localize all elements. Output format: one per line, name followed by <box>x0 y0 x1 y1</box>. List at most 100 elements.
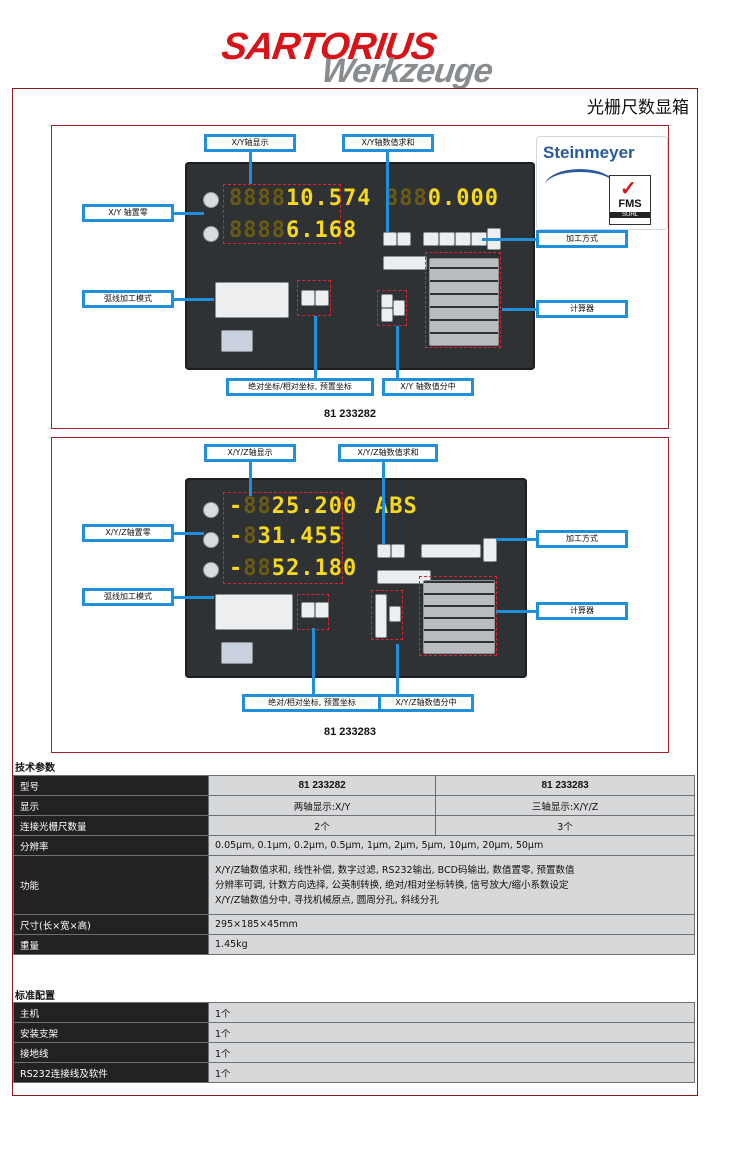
callout-calculator: 计算器 <box>536 300 628 318</box>
mode-up-down-key-3[interactable] <box>483 538 497 562</box>
callout-arc-mode-3: 弧线加工模式 <box>82 588 174 606</box>
line-axis-sum-3 <box>382 462 385 544</box>
mode-key-1[interactable] <box>423 232 439 246</box>
callout-coords-3: 绝对/相对坐标, 预置坐标 <box>242 694 382 712</box>
check-icon: ✓ <box>620 178 637 200</box>
line-coords-3 <box>312 628 315 694</box>
sum-key-1[interactable] <box>383 232 397 246</box>
x-zero-button[interactable] <box>203 192 219 208</box>
mini-logo-3 <box>221 642 253 664</box>
line-axis-display-3 <box>249 462 252 496</box>
half-key-3[interactable] <box>389 606 401 622</box>
calculator-keypad-3[interactable] <box>423 580 495 654</box>
line-coords <box>314 316 317 378</box>
x-zero-button-3[interactable] <box>203 502 219 518</box>
xyz-center-keys[interactable] <box>375 594 387 638</box>
sum-key-2[interactable] <box>397 232 411 246</box>
model-number-2: 81 233283 <box>324 726 376 738</box>
y-readout-3: -831.455 <box>229 524 343 549</box>
abs-inc-key[interactable] <box>301 290 315 306</box>
config-value: 1个 <box>208 1062 695 1083</box>
preset-key-3[interactable] <box>315 602 329 618</box>
spec-value: 三轴显示:X/Y/Z <box>435 795 695 816</box>
line-arc-mode <box>174 298 214 301</box>
abs-inc-key-3[interactable] <box>301 602 315 618</box>
callout-center: X/Y 轴数值分中 <box>382 378 474 396</box>
config-value: 1个 <box>208 1002 695 1023</box>
func-key-row-3[interactable] <box>377 570 431 584</box>
callout-arc-mode: 弧线加工模式 <box>82 290 174 308</box>
table-row: 重量 1.45kg <box>13 934 695 955</box>
arc-mode-panel <box>215 282 289 318</box>
calculator-keypad[interactable] <box>429 258 499 346</box>
callout-center-3: X/Y/Z轴数值分中 <box>378 694 474 712</box>
y-zero-button[interactable] <box>203 226 219 242</box>
specs-table: 型号 81 233282 81 233283 显示 两轴显示:X/Y 三轴显示:… <box>13 775 695 955</box>
suhl-text: SUHL <box>610 212 650 218</box>
mode-key-2[interactable] <box>439 232 455 246</box>
panel-2axis: 888810.574 88886.168 8880.000 <box>51 125 669 429</box>
line-calculator-3 <box>496 610 536 613</box>
panel-3axis: -8825.200 -831.455 -8852.180 ABS X/Y/Z轴显… <box>51 437 669 753</box>
page-title: 光栅尺数显箱 <box>587 98 689 118</box>
center-keys-dash-3 <box>371 590 403 640</box>
keypad-dash-3 <box>419 576 497 656</box>
table-row: 功能 X/Y/Z轴数值求和, 线性补偿, 数字过滤, RS232输出, BCD码… <box>13 855 695 915</box>
coord-keys-dash <box>297 280 331 316</box>
table-row: 分辨率 0.05μm, 0.1μm, 0.2μm, 0.5μm, 1μm, 2μ… <box>13 835 695 856</box>
func-key-row[interactable] <box>383 256 427 270</box>
model-number-1: 81 233282 <box>324 408 376 420</box>
spec-label: 功能 <box>13 855 209 915</box>
x-readout-3: -8825.200 <box>229 494 358 519</box>
aux-readout: 8880.000 <box>385 186 499 211</box>
preset-key[interactable] <box>315 290 329 306</box>
function-line: 分辨率可调, 计数方向选择, 公英制转换, 绝对/相对坐标转换, 信号放大/缩小… <box>215 879 569 891</box>
readout-device-2axis: 888810.574 88886.168 8880.000 <box>185 162 535 370</box>
z-zero-button-3[interactable] <box>203 562 219 578</box>
x-readout: 888810.574 <box>229 186 372 211</box>
mini-logo <box>221 330 253 352</box>
config-value: 1个 <box>208 1022 695 1043</box>
sum-key-3b[interactable] <box>391 544 405 558</box>
z-readout-3: -8852.180 <box>229 556 358 581</box>
readout-device-3axis: -8825.200 -831.455 -8852.180 ABS <box>185 478 527 678</box>
sum-key-3a[interactable] <box>377 544 391 558</box>
line-axis-zero <box>174 212 204 215</box>
mode-key-3[interactable] <box>455 232 471 246</box>
table-row: 连接光栅尺数量 2个 3个 <box>13 815 695 836</box>
callout-process-mode: 加工方式 <box>536 230 628 248</box>
callout-process-mode-3: 加工方式 <box>536 530 628 548</box>
spec-value: 1.45kg <box>208 934 695 955</box>
fms-text: FMS <box>618 198 642 210</box>
config-table: 主机 1个 安装支架 1个 接地线 1个 RS232连接线及软件 1个 <box>13 1002 695 1083</box>
line-center <box>396 326 399 378</box>
mode-keys-3[interactable] <box>421 544 481 558</box>
spec-label: 型号 <box>13 775 209 796</box>
half-key[interactable] <box>393 300 405 316</box>
config-label: 安装支架 <box>13 1022 209 1043</box>
x-center-key[interactable] <box>381 294 393 308</box>
config-label: 接地线 <box>13 1042 209 1063</box>
sartorius-logo: SARTORIUS Werkzeuge <box>219 26 532 90</box>
table-row: 安装支架 1个 <box>13 1022 695 1043</box>
spec-value: 295×185×45mm <box>208 914 695 935</box>
y-center-key[interactable] <box>381 308 393 322</box>
table-row: 显示 两轴显示:X/Y 三轴显示:X/Y/Z <box>13 795 695 816</box>
line-axis-sum <box>386 152 389 232</box>
callout-axis-display: X/Y轴显示 <box>204 134 296 152</box>
table-row: RS232连接线及软件 1个 <box>13 1062 695 1083</box>
swoosh-lines <box>545 169 615 202</box>
y-zero-button-3[interactable] <box>203 532 219 548</box>
table-row: 接地线 1个 <box>13 1042 695 1063</box>
callout-axis-sum-3: X/Y/Z轴数值求和 <box>338 444 438 462</box>
center-keys-dash <box>377 290 407 326</box>
spec-value: 2个 <box>207 815 437 836</box>
spec-label: 连接光栅尺数量 <box>13 815 209 836</box>
function-line: X/Y/Z轴数值分中, 寻找机械原点, 圆周分孔, 斜线分孔 <box>215 894 439 906</box>
axis-display-dash-3 <box>223 492 343 584</box>
line-axis-zero-3 <box>174 532 204 535</box>
callout-axis-display-3: X/Y/Z轴显示 <box>204 444 296 462</box>
line-axis-display <box>249 152 252 184</box>
line-arc-mode-3 <box>174 596 214 599</box>
table-row: 尺寸(长×宽×高) 295×185×45mm <box>13 914 695 935</box>
